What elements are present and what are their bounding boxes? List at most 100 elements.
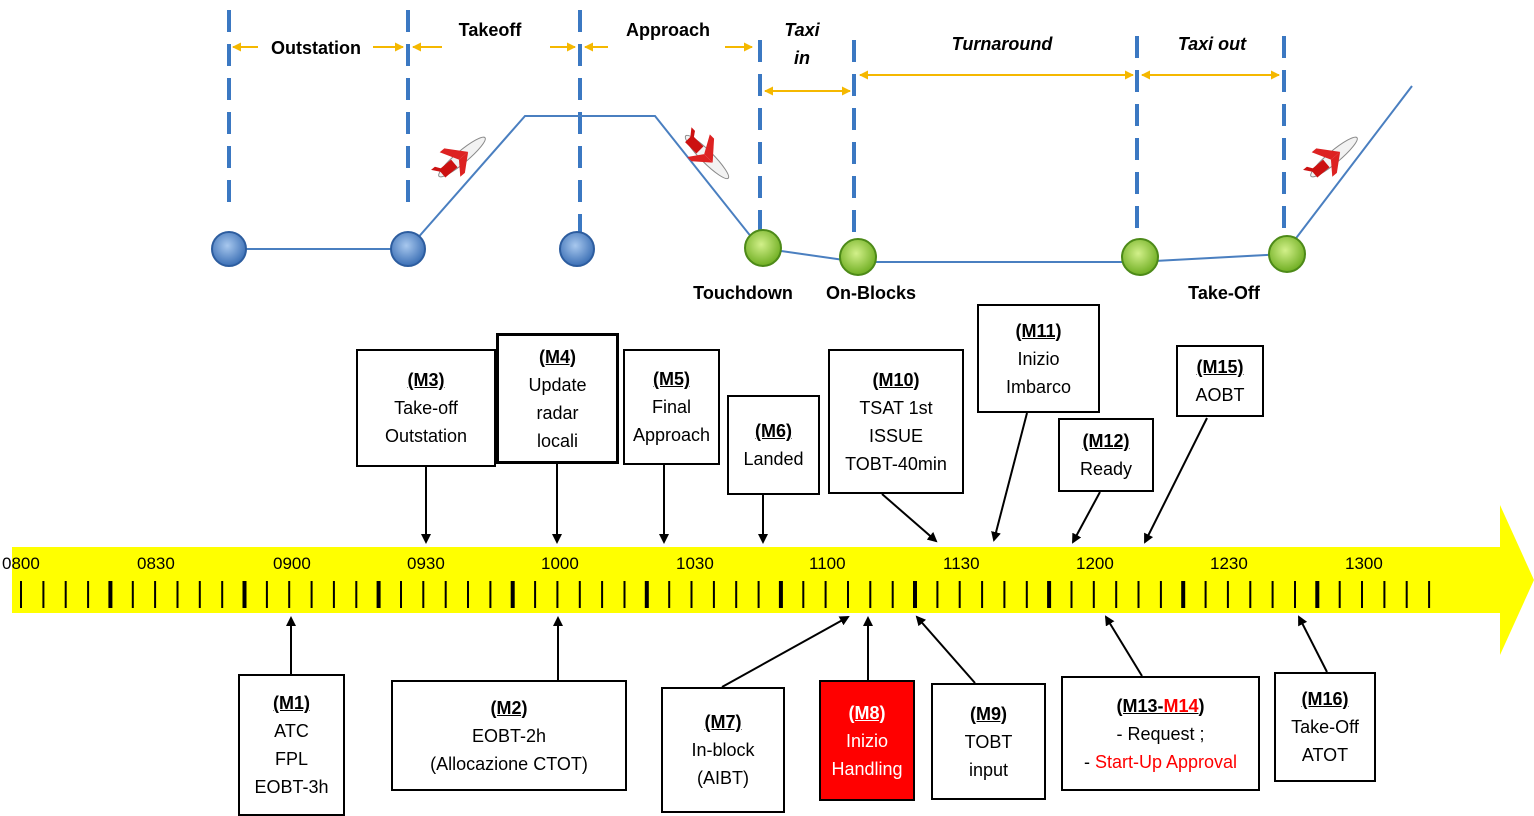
milestone-m11: (M11) Inizio Imbarco — [977, 304, 1100, 413]
timeline-minor-tick — [1070, 581, 1073, 608]
milestone-m13-line-1: - Request ; — [1116, 723, 1205, 744]
milestone-m15: (M15) AOBT — [1176, 345, 1264, 417]
milestone-m12: (M12) Ready — [1058, 418, 1154, 492]
timeline-minor-tick — [690, 581, 693, 608]
milestone-m2-line-2: (Allocazione CTOT) — [430, 753, 588, 774]
milestone-m10-line-2: ISSUE — [868, 425, 924, 446]
milestone-m4-line-2: radar — [536, 402, 579, 423]
time-label-1000: 1000 — [541, 554, 579, 573]
m9-arrow — [915, 615, 976, 684]
milestone-m2: (M2) EOBT-2h (Allocazione CTOT) — [391, 680, 627, 791]
timeline-major-tick — [510, 581, 515, 608]
milestone-m14-title: M14 — [1163, 695, 1199, 716]
milestone-m1-title: (M1) — [273, 693, 310, 713]
timeline-minor-tick — [20, 581, 22, 608]
m12-arrow — [1072, 491, 1101, 544]
timeline-minor-tick — [1383, 581, 1386, 608]
milestone-m4-title: (M4) — [539, 346, 576, 367]
milestone-m9-title: (M9) — [970, 703, 1007, 724]
timeline-minor-tick — [467, 581, 469, 608]
milestone-m6-title: (M6) — [755, 421, 792, 441]
timeline-minor-tick — [824, 581, 827, 608]
phase-label-approach: Approach — [626, 20, 710, 40]
event-take-off: Take-Off — [1188, 283, 1261, 303]
timeline-minor-tick — [332, 581, 335, 608]
phase-label-outstation: Outstation — [271, 38, 361, 58]
m16-arrow — [1298, 615, 1328, 673]
milestone-m16-line-2: ATOT — [1301, 745, 1349, 765]
milestone-m9-line-2: input — [968, 759, 1009, 780]
time-label-0930: 0930 — [407, 554, 445, 573]
timeline-minor-tick — [936, 581, 939, 608]
timeline-minor-tick — [1003, 581, 1006, 608]
timeline-minor-tick — [712, 581, 715, 608]
milestone-m3-line-2: Outstation — [384, 426, 468, 446]
milestone-m8: (M8) Inizio Handling — [819, 680, 915, 801]
m13-arrow — [1104, 615, 1143, 677]
time-label-1130: 1130 — [943, 554, 980, 573]
m11-arrow — [991, 412, 1028, 542]
timeline-minor-tick — [42, 581, 45, 608]
milestone-m4-line-1: Update — [528, 374, 587, 395]
timeline-minor-tick — [1115, 581, 1118, 608]
milestone-m5: (M5) Final Approach — [623, 349, 720, 465]
node-approach — [559, 231, 595, 267]
phase-label-takeoff: Takeoff — [459, 20, 523, 40]
time-label-1300: 1300 — [1345, 554, 1383, 573]
milestone-m10-line-1: TSAT 1st — [859, 397, 933, 418]
timeline-minor-tick — [221, 581, 224, 608]
milestone-m8-line-2: Handling — [831, 758, 903, 779]
timeline-major-tick — [778, 581, 783, 608]
phase-label-taxi-in-2: in — [794, 48, 810, 68]
milestone-m10: (M10) TSAT 1st ISSUE TOBT-40min — [828, 349, 964, 494]
airplane-icon-takeoff — [431, 136, 486, 178]
airplane-icon-landing — [684, 127, 730, 180]
timeline-minor-tick — [400, 581, 402, 608]
milestone-m6: (M6) Landed — [727, 395, 820, 495]
milestone-m14-line: - Start-Up Approval — [1084, 753, 1237, 771]
timeline-minor-tick — [154, 581, 157, 608]
milestone-m16-title: (M16) — [1301, 689, 1349, 709]
milestone-m7: (M7) In-block (AIBT) — [661, 687, 785, 813]
timeline-minor-tick — [869, 581, 872, 608]
timeline-minor-tick — [131, 581, 134, 608]
time-label-1030: 1030 — [676, 554, 714, 573]
milestone-m3-title: (M3) — [407, 370, 445, 390]
timeline-minor-tick — [601, 581, 604, 608]
timeline-minor-tick — [64, 581, 67, 608]
milestone-m13-title-a: (M13- — [1116, 695, 1164, 716]
timeline-major-tick — [1047, 581, 1052, 608]
milestone-m13-title: (M13-M14) — [1116, 697, 1204, 715]
milestone-m16-line-1: Take-Off — [1291, 717, 1359, 737]
node-on-blocks — [839, 238, 877, 276]
timeline-minor-tick — [265, 581, 268, 608]
milestone-m7-title: (M7) — [704, 712, 742, 732]
timeline-minor-tick — [891, 581, 894, 608]
milestone-m15-line-1: AOBT — [1195, 385, 1245, 405]
timeline-minor-tick — [310, 581, 313, 608]
timeline-minor-tick — [1294, 581, 1296, 608]
time-label-0900: 0900 — [273, 554, 311, 573]
milestone-m10-line-3: TOBT-40min — [845, 453, 947, 474]
milestone-m7-line-2: (AIBT) — [697, 768, 749, 788]
time-label-1230: 1230 — [1210, 554, 1248, 573]
phase-arrows — [232, 42, 1280, 96]
milestone-m14-prefix: - — [1083, 751, 1095, 772]
node-touchdown — [744, 229, 782, 267]
timeline-minor-tick — [668, 581, 671, 608]
timeline-minor-tick — [578, 581, 581, 608]
timeline-minor-tick — [802, 581, 805, 608]
profile-nodes — [211, 229, 1306, 276]
milestone-m16: (M16) Take-Off ATOT — [1274, 672, 1376, 782]
time-label-1200: 1200 — [1076, 554, 1114, 573]
time-label-0830: 0830 — [137, 554, 175, 573]
milestone-m1-line-3: EOBT-3h — [254, 777, 329, 797]
milestone-m1-line-1: ATC — [274, 721, 309, 741]
milestone-m5-line-2: Approach — [632, 425, 711, 445]
timeline-minor-tick — [1159, 581, 1162, 608]
event-on-blocks: On-Blocks — [826, 283, 916, 303]
timeline-minor-tick — [1249, 581, 1252, 608]
milestone-m12-line-1: Ready — [1079, 459, 1133, 479]
timeline-minor-tick — [422, 581, 425, 608]
